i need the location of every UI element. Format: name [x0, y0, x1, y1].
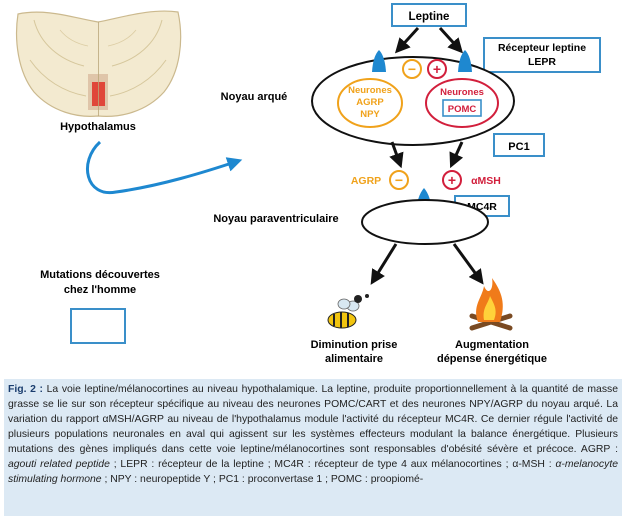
leptine-label: Leptine [409, 11, 450, 23]
caption-amsh-italic: α-melanocyte stimulating hormone [8, 459, 618, 485]
pomc-label: POMC [448, 104, 477, 115]
svg-text:−: − [408, 61, 416, 77]
amsh-label: αMSH [471, 175, 501, 187]
pc1-box [493, 133, 545, 157]
intake-line2: alimentaire [325, 353, 383, 365]
receptor-icon-agrp [372, 50, 386, 72]
agrp-neurons-line1: Neurones [348, 85, 392, 96]
bee-icon [327, 294, 369, 329]
receptor-box [483, 37, 601, 73]
svg-text:+: + [448, 172, 456, 188]
pomc-neurons-title: Neurones [440, 87, 484, 98]
brain-illustration [15, 10, 182, 117]
pc1-label: PC1 [508, 141, 529, 153]
agrp-label: AGRP [351, 175, 381, 187]
intake-line1: Diminution prise [311, 339, 398, 351]
figure-caption: Fig. 2 : La voie leptine/mélanocortines … [4, 379, 622, 516]
receptor-label-line1: Récepteur leptine [498, 42, 586, 54]
agrp-neurons-line3: NPY [360, 109, 380, 120]
mutations-legend-box [70, 308, 126, 344]
receptor-icon-pomc [458, 50, 472, 72]
paraventricular-label: Noyau paraventriculaire [213, 213, 338, 225]
caption-text-1: La voie leptine/mélanocortines au niveau… [8, 384, 618, 455]
mutations-line2: chez l'homme [64, 284, 136, 296]
caption-agrp-italic: agouti related peptide [8, 459, 110, 470]
minus-icon-lower [389, 170, 409, 190]
campfire-icon [469, 278, 513, 331]
leptine-box [391, 3, 467, 27]
paraventricular-nucleus [361, 199, 489, 245]
figure-label: Fig. 2 : [8, 384, 43, 395]
svg-text:−: − [395, 172, 403, 188]
hypothalamus-label: Hypothalamus [60, 121, 136, 133]
mutations-line1: Mutations découvertes [40, 269, 160, 281]
plus-icon-lower [442, 170, 462, 190]
agrp-neurons-line2: AGRP [356, 97, 384, 108]
pomc-box [442, 99, 482, 117]
svg-text:+: + [433, 61, 441, 77]
curved-arrow [85, 140, 243, 195]
expenditure-line2: dépense énergétique [437, 353, 547, 365]
plus-icon [427, 59, 447, 79]
minus-icon [402, 59, 422, 79]
expenditure-line1: Augmentation [455, 339, 529, 351]
receptor-label-line2: LEPR [528, 56, 556, 68]
caption-text-2: ; LEPR : récepteur de la leptine ; MC4R … [109, 459, 556, 470]
agrp-neurons [337, 78, 403, 128]
caption-text-3: ; NPY : neuropeptide Y ; PC1 : proconver… [101, 474, 424, 485]
pathway-diagram: Hypothalamus Leptine Récepteur leptine L… [15, 3, 601, 365]
arcuate-label: Noyau arqué [221, 91, 288, 103]
